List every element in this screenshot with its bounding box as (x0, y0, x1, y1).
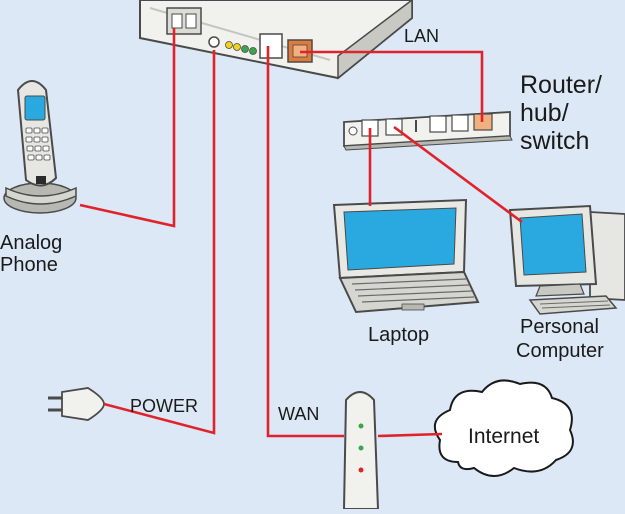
cable-modem-internet (377, 432, 443, 438)
power-plug-icon (48, 387, 105, 421)
laptop-icon (332, 198, 480, 314)
personal-computer-label-line-1: Personal (520, 316, 599, 338)
cable-lan (300, 50, 484, 122)
led-green-1 (241, 45, 249, 53)
analog-phone-label-line-1: Analog (0, 232, 63, 254)
internet-label: Internet (468, 425, 540, 448)
led-yellow-1 (225, 41, 233, 49)
cable-phone (79, 28, 176, 228)
router-label: Router/ hub/ switch (520, 71, 602, 155)
led-green-2 (249, 47, 257, 55)
power-label: POWER (130, 396, 199, 416)
cable-power (103, 50, 216, 435)
adapter-box-icon (139, 0, 413, 80)
analog-phone-label-line-2: Phone (0, 254, 58, 277)
cordless-phone-icon (3, 80, 77, 214)
led-yellow-2 (233, 43, 241, 51)
router-label-line-3: switch (520, 127, 590, 155)
cable-pc (393, 125, 523, 224)
wan-label: WAN (278, 404, 320, 424)
lan-label: LAN (404, 26, 440, 46)
modem-icon (342, 391, 380, 510)
router-hub-switch-icon (343, 111, 513, 151)
cable-wan (266, 46, 344, 438)
laptop-label: Laptop (368, 324, 430, 346)
desktop-computer-icon (508, 204, 625, 315)
cables (79, 28, 523, 438)
router-label-line-1: Router/ (520, 71, 602, 99)
analog-phone-label: Analog Phone (0, 232, 62, 277)
personal-computer-label-line-2: Computer (516, 339, 604, 362)
personal-computer-label: Personal Computer (516, 316, 604, 363)
router-label-line-2: hub/ (520, 99, 569, 127)
internet-cloud-icon (433, 379, 574, 477)
